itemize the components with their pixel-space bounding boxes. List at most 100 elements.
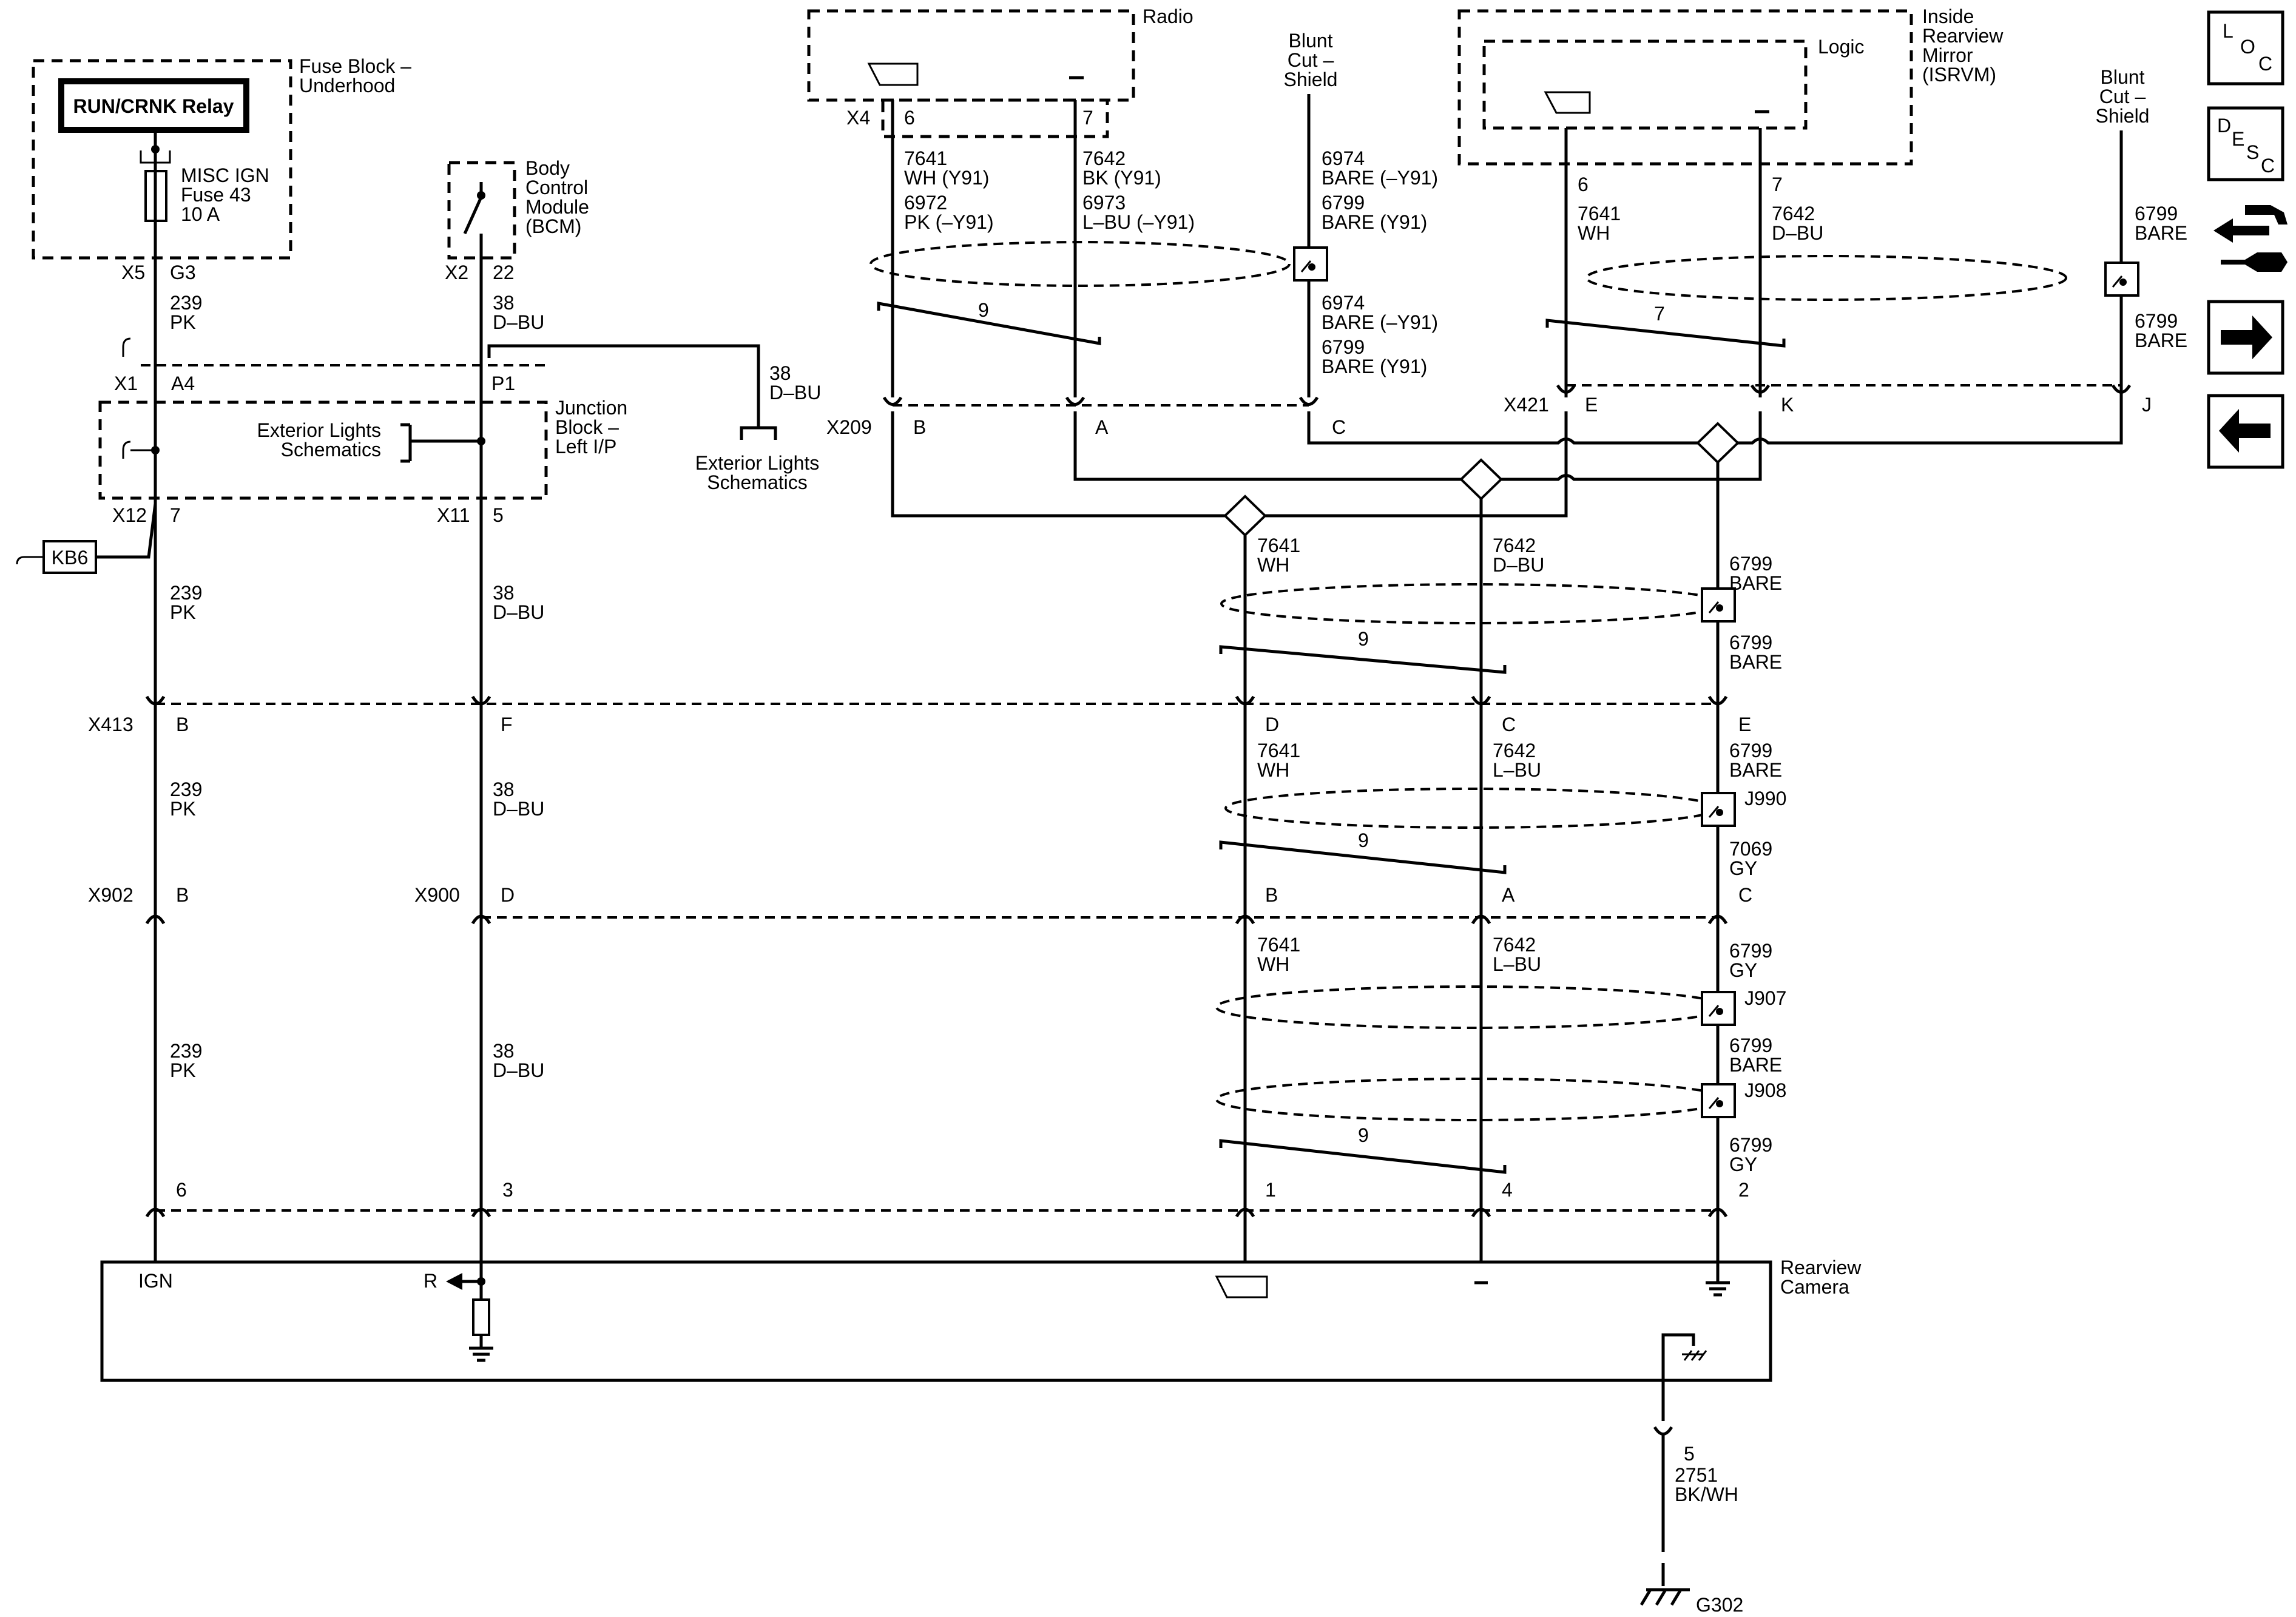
diagram-label: 6974: [1322, 292, 1365, 314]
diagram-label: X2: [445, 262, 468, 283]
diagram-label: Rearview: [1780, 1257, 1862, 1278]
diagram-label: 6972: [904, 192, 947, 214]
diagram-label: D–BU: [769, 382, 821, 403]
diagram-label: (ISRVM): [1922, 64, 1996, 86]
diagram-label: D–BU: [493, 601, 544, 623]
diagram-label: BARE: [2135, 329, 2187, 351]
diagram-label: X413: [88, 714, 133, 735]
diagram-label: Camera: [1780, 1276, 1849, 1298]
diagram-label: BARE (Y91): [1322, 211, 1427, 233]
diagram-label: PK (–Y91): [904, 211, 994, 233]
diagram-label: 7641: [1257, 740, 1300, 761]
diagram-label: Rearview: [1922, 25, 2004, 47]
diagram-label: Schematics: [707, 471, 807, 493]
diagram-label: 5: [493, 504, 504, 526]
diagram-label: Blunt: [1289, 30, 1333, 52]
diagram-label: PK: [170, 601, 196, 623]
diagram-label: 2: [1738, 1179, 1749, 1201]
inside-rearview-mirror: Logic Inside Rearview Mirror (ISRVM): [1457, 5, 2004, 397]
diagram-label: BARE (–Y91): [1322, 167, 1438, 189]
diagram-label: Fuse Block –: [299, 55, 411, 77]
diagram-label: Left I/P: [555, 436, 616, 457]
diagram-label: J990: [1744, 788, 1786, 809]
rearview-camera: Rearview Camera IGN R: [100, 1257, 1862, 1382]
diagram-label: WH: [1257, 953, 1289, 975]
diagram-label: 9: [978, 299, 989, 321]
diagram-label: Underhood: [299, 75, 395, 96]
diagram-label: Block –: [555, 416, 619, 438]
diagram-label: Fuse 43: [181, 184, 251, 206]
diagram-label: X11: [437, 504, 470, 526]
conn-x5: X5: [121, 262, 145, 283]
diagram-label: 38: [493, 778, 515, 800]
diagram-label: 6: [904, 107, 915, 129]
diagram-label: 7: [1654, 303, 1665, 325]
diagram-label: X421: [1504, 394, 1549, 416]
diagram-label: 38: [493, 292, 515, 314]
diagram-label: 6799: [1729, 1134, 1772, 1156]
diagram-label: BARE (Y91): [1322, 356, 1427, 377]
fuse-block: Fuse Block – Underhood RUN/CRNK Relay MI…: [32, 55, 411, 260]
diagram-label: BARE (–Y91): [1322, 311, 1438, 333]
diagram-label: 6799: [1729, 632, 1772, 653]
diagram-label: X900: [414, 884, 460, 906]
diagram-label: Exterior Lights: [695, 452, 820, 474]
diagram-label: WH: [1578, 222, 1610, 244]
diagram-label: L–BU: [1493, 953, 1541, 975]
diagram-label: 7642: [1772, 203, 1815, 224]
diagram-label: A: [1095, 416, 1109, 438]
diagram-label: 9: [1358, 1124, 1369, 1146]
diagram-label: Blunt: [2101, 66, 2145, 88]
diagram-label: X12: [112, 504, 147, 526]
diagram-label: GY: [1729, 1153, 1757, 1175]
diagram-label: 2751: [1675, 1464, 1718, 1486]
diagram-label: 6799: [1729, 740, 1772, 761]
diagram-label: E: [2232, 128, 2244, 150]
diagram-label: KB6: [52, 547, 88, 569]
ground-icon: [469, 1335, 493, 1362]
diagram-label: L–BU (–Y91): [1082, 211, 1195, 233]
diagram-label: Body: [525, 157, 570, 179]
diagram-label: 7641: [1257, 934, 1300, 956]
diagram-label: 6799: [1729, 553, 1772, 575]
arrow-left-icon[interactable]: [2207, 394, 2284, 469]
diagram-label: 6: [176, 1179, 187, 1201]
diagram-label: G302: [1696, 1594, 1743, 1616]
diagram-label: Radio: [1143, 5, 1194, 27]
diagram-label: C: [1332, 416, 1346, 438]
kb6-box: [42, 540, 97, 574]
nav-desc-button[interactable]: D E S C: [2207, 106, 2284, 181]
diagram-label: 6799: [1729, 1035, 1772, 1056]
diagram-label: (BCM): [525, 215, 581, 237]
diagram-label: D: [1265, 714, 1279, 735]
relay-label: RUN/CRNK Relay: [73, 95, 234, 117]
nav-loc-button[interactable]: L O C: [2207, 10, 2284, 86]
diagram-label: O: [2240, 36, 2255, 58]
diagram-label: MISC IGN: [181, 164, 269, 186]
diagram-label: 239: [170, 1040, 202, 1062]
connector-wrench-icon[interactable]: [2213, 205, 2288, 272]
diagram-label: L: [2223, 20, 2234, 42]
diagram-label: D: [2217, 115, 2231, 137]
diagram-label: BARE: [1729, 1054, 1782, 1076]
connector-row-x413: [145, 695, 1728, 706]
diagram-label: E: [1738, 714, 1751, 735]
diagram-label: WH: [1257, 554, 1289, 576]
diagram-label: Shield: [2096, 105, 2150, 127]
diagram-label: X1: [114, 373, 138, 394]
diagram-label: B: [1265, 884, 1278, 906]
diagram-label: X902: [88, 884, 133, 906]
diagram-label: 7641: [1257, 535, 1300, 556]
chassis-ground-icon: [1682, 1350, 1707, 1361]
diagram-label: Exterior Lights: [257, 419, 381, 441]
diagram-label: 7642: [1493, 535, 1536, 556]
diagram-label: Logic: [1818, 36, 1865, 58]
diagram-label: D–BU: [493, 311, 544, 333]
arrow-right-icon[interactable]: [2207, 300, 2284, 375]
diagram-label: 239: [170, 582, 202, 604]
diagram-label: C: [1738, 884, 1752, 906]
diagram-label: Control: [525, 177, 588, 198]
diagram-label: 7641: [1578, 203, 1621, 224]
diagram-label: 7069: [1729, 838, 1772, 860]
diagram-label: D: [501, 884, 515, 906]
